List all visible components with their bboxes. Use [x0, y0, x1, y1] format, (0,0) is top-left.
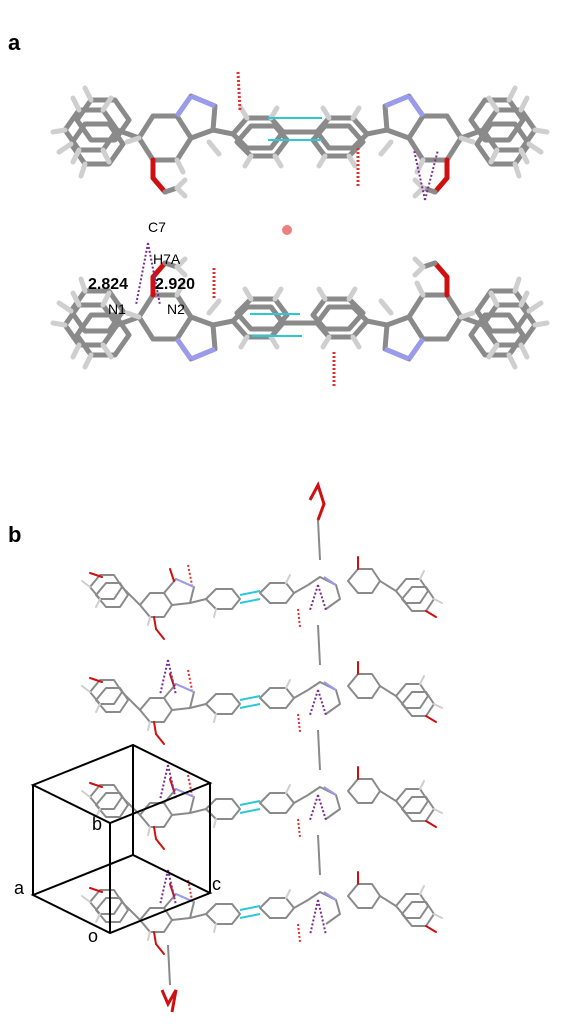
atom-label-n2: N2: [167, 301, 185, 317]
unit-cell: [30, 743, 213, 935]
molecule-row-3: [81, 766, 443, 850]
panel-b-label: b: [8, 522, 21, 547]
atom-label-h7a: H7A: [153, 251, 181, 267]
molecule-row-4: [81, 871, 443, 955]
axis-label-b: b: [92, 814, 102, 834]
axis-label-c: c: [212, 874, 221, 894]
atom-label-n1: N1: [108, 301, 126, 317]
molecule-bottom-right: [297, 259, 547, 367]
molecule-top-right: [297, 88, 547, 196]
molecule-row-2: [81, 661, 443, 745]
axis-label-o: o: [88, 926, 98, 946]
atom-label-c7: C7: [148, 219, 166, 235]
inversion-center: [282, 225, 292, 235]
purple-contacts-a: [135, 149, 439, 306]
red-bonds-b: [160, 481, 326, 1013]
purple-contacts-b: [159, 584, 327, 936]
molecule-row-1: [81, 556, 443, 640]
distance-label-1: 2.824: [88, 276, 128, 293]
axis-label-a: a: [14, 878, 25, 898]
molecule-top-left: [53, 88, 303, 196]
methoxy-chains-b: [167, 519, 321, 986]
hbond-links-a: [250, 117, 322, 337]
red-contacts-a: [212, 71, 360, 388]
panel-a-label: a: [8, 30, 21, 55]
distance-label-2: 2.920: [155, 276, 195, 293]
